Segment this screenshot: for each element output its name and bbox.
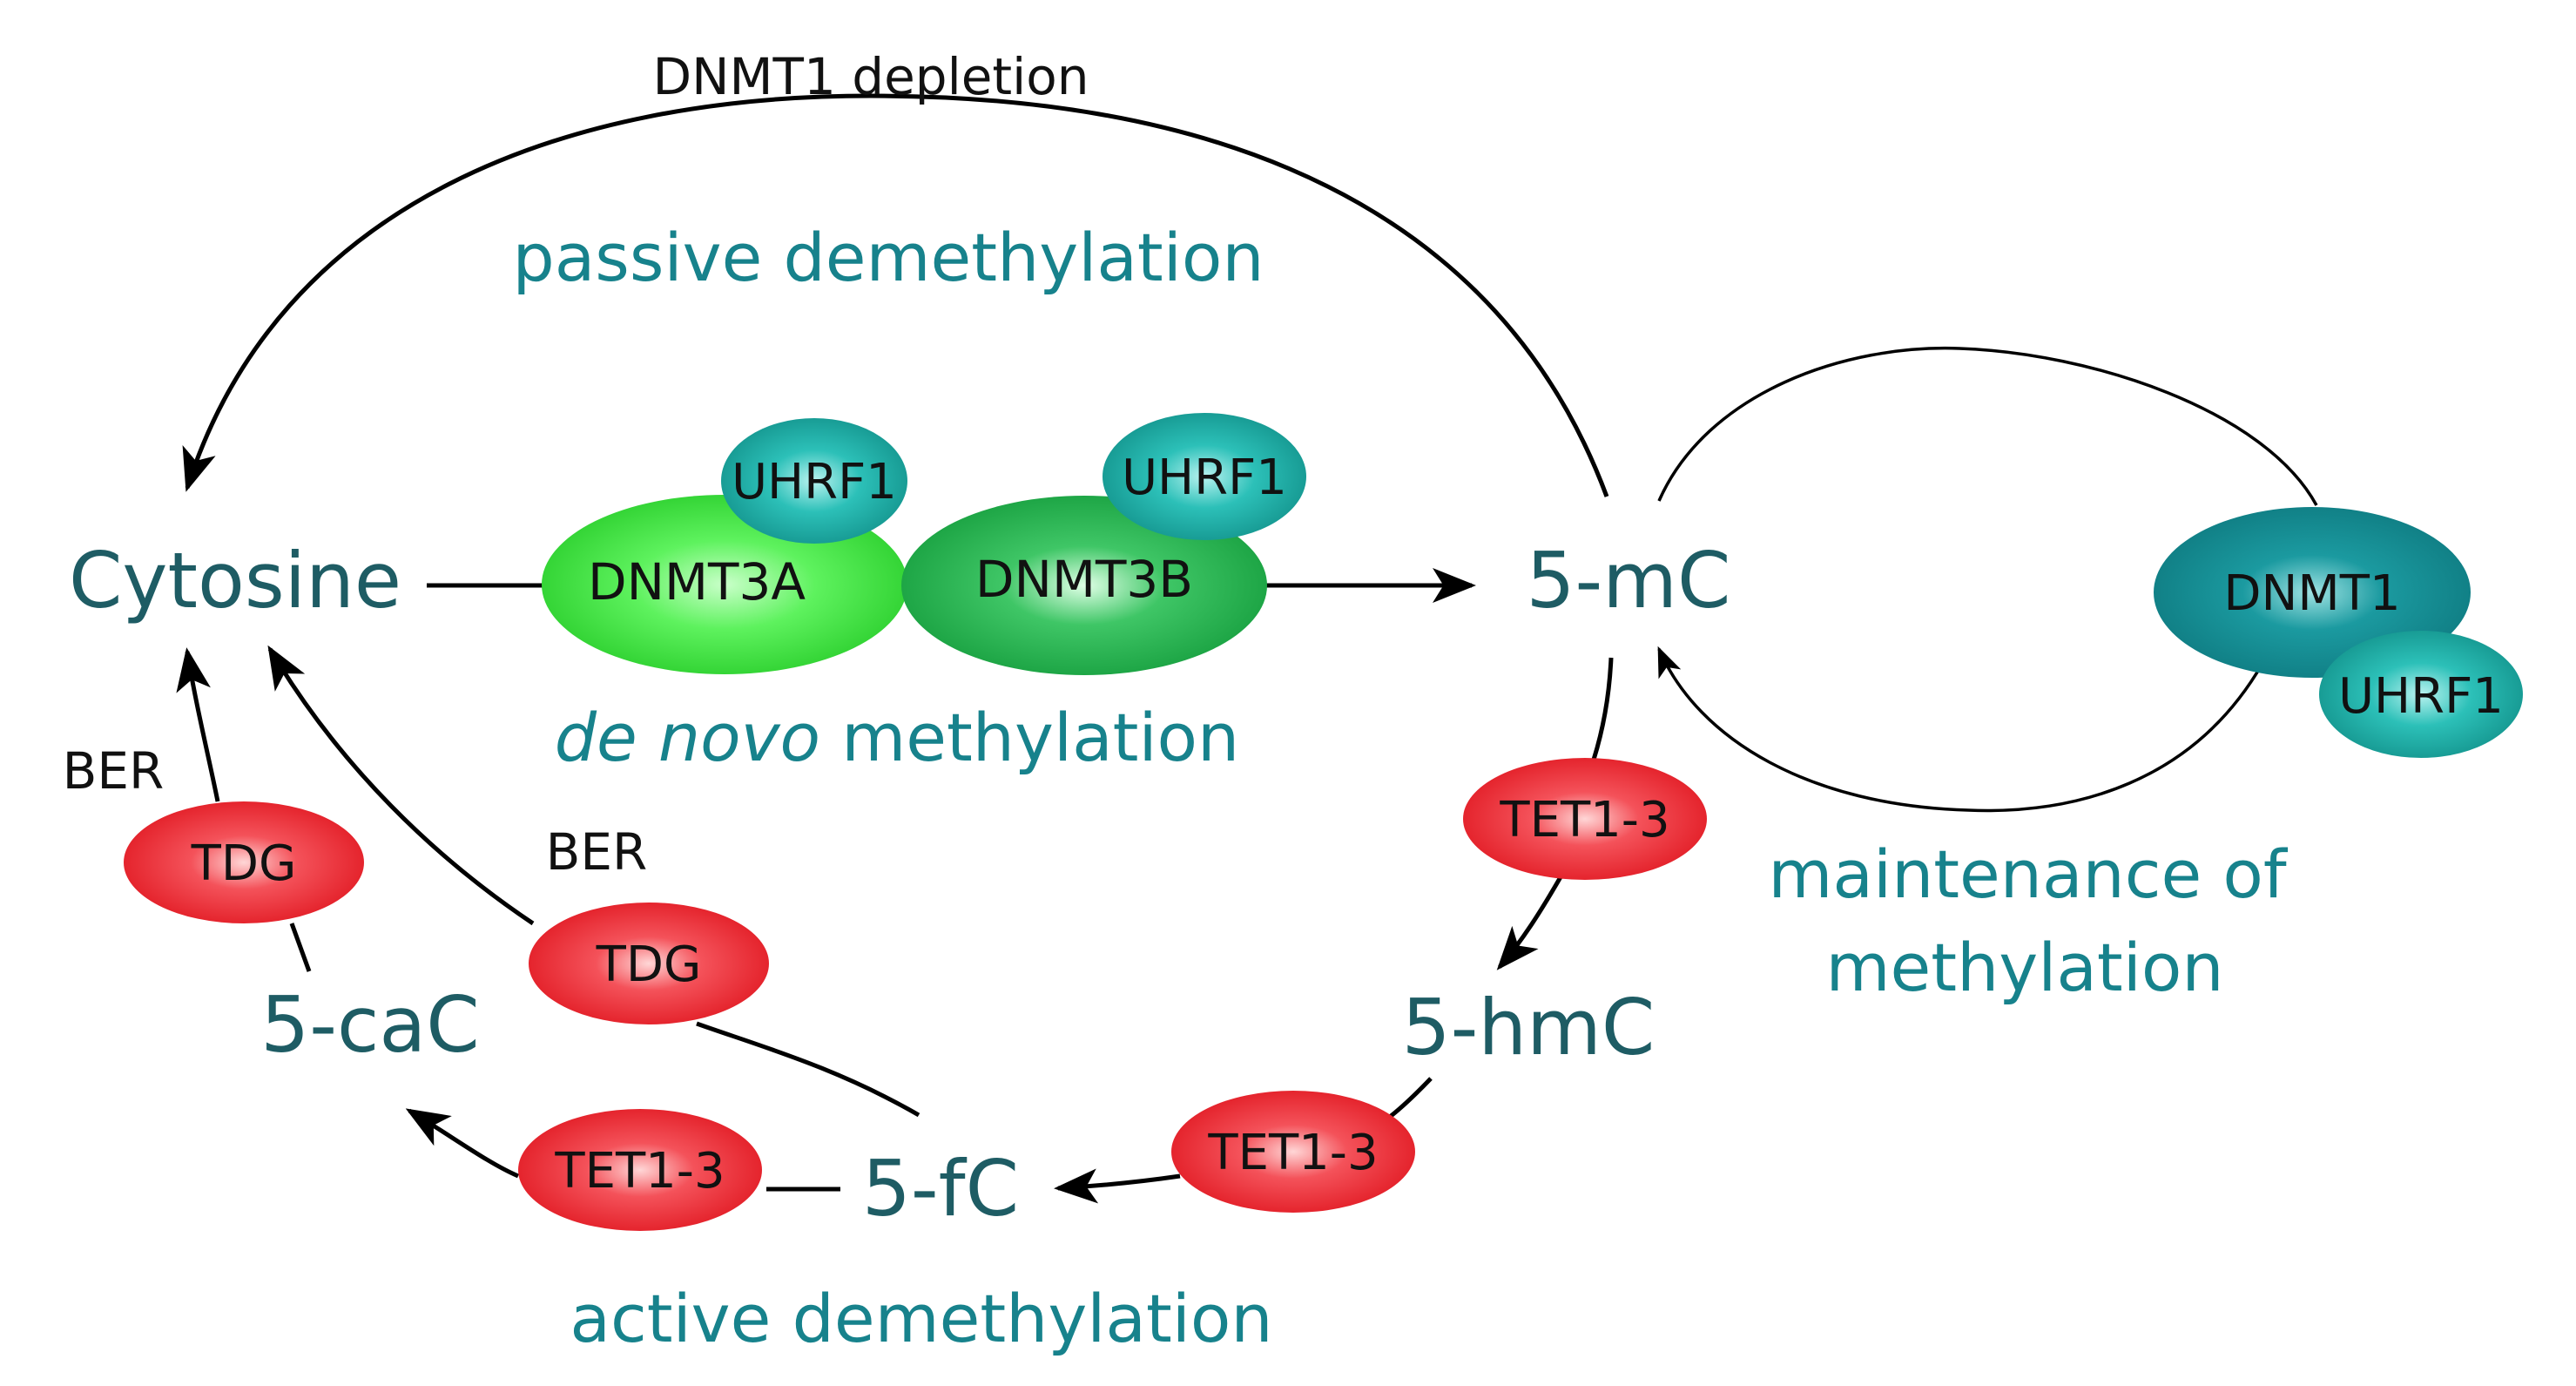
uhrf1-a-label: UHRF1 xyxy=(732,454,897,510)
tet-3-label: TET1-3 xyxy=(554,1143,725,1200)
dnmt3a-label: DNMT3A xyxy=(588,552,806,612)
dnmt1-depletion-label: DNMT1 depletion xyxy=(652,47,1089,106)
node-5fc: 5-fC xyxy=(862,1144,1019,1234)
maintenance-loop-arrow xyxy=(1657,646,2266,813)
dnmt3b-enzyme: DNMT3B xyxy=(901,496,1267,675)
tdg-to-cytosine-arrow xyxy=(176,647,220,802)
node-5mc: 5-mC xyxy=(1527,536,1731,625)
5mc-to-tet-line xyxy=(1591,657,1614,761)
ber-mid-label: BER xyxy=(546,822,648,882)
tdg-to-cytosine-mid-arrow xyxy=(267,645,535,926)
maintenance-label-line1: maintenance of xyxy=(1768,835,2289,913)
node-5hmc: 5-hmC xyxy=(1402,983,1656,1072)
dnmt3b-label: DNMT3B xyxy=(975,550,1193,609)
uhrf1-enzyme-a: UHRF1 xyxy=(721,418,907,544)
uhrf1-enzyme-c: UHRF1 xyxy=(2319,631,2523,758)
maintenance-loop-top xyxy=(1657,346,2318,506)
5fc-to-tdg-line xyxy=(696,1021,920,1118)
de-novo-rest: methylation xyxy=(820,699,1239,776)
passive-demethylation-label: passive demethylation xyxy=(512,219,1264,296)
tet-to-5fc-arrow xyxy=(1054,1168,1181,1204)
tdg-mid-label: TDG xyxy=(596,936,702,993)
uhrf1-c-label: UHRF1 xyxy=(2338,668,2504,725)
tet-1-label: TET1-3 xyxy=(1499,792,1669,849)
ber-left-label: BER xyxy=(63,741,165,801)
tet-to-5hmc-arrow xyxy=(1496,874,1564,970)
uhrf1-enzyme-b: UHRF1 xyxy=(1103,413,1306,540)
uhrf1-b-label: UHRF1 xyxy=(1122,450,1287,506)
tet-to-5cac-arrow xyxy=(405,1108,519,1179)
tet-enzyme-1: TET1-3 xyxy=(1463,758,1707,880)
de-novo-italic: de novo xyxy=(555,699,820,776)
5cac-to-tdg-line xyxy=(289,923,312,972)
node-cytosine: Cytosine xyxy=(69,536,401,625)
dnmt1-label: DNMT1 xyxy=(2223,565,2400,622)
tdg-left-label: TDG xyxy=(191,835,297,892)
tdg-enzyme-mid: TDG xyxy=(529,903,769,1024)
tet-enzyme-2: TET1-3 xyxy=(1171,1091,1415,1213)
tet-2-label: TET1-3 xyxy=(1207,1125,1378,1181)
de-novo-methylation-label: de novo methylation xyxy=(555,699,1239,776)
tdg-enzyme-left: TDG xyxy=(124,801,364,923)
node-5cac: 5-caC xyxy=(260,980,480,1070)
passive-demethylation-arrow xyxy=(182,93,1609,497)
active-demethylation-label: active demethylation xyxy=(570,1280,1272,1357)
maintenance-label-line2: methylation xyxy=(1825,929,2223,1006)
tet-enzyme-3: TET1-3 xyxy=(518,1109,762,1231)
